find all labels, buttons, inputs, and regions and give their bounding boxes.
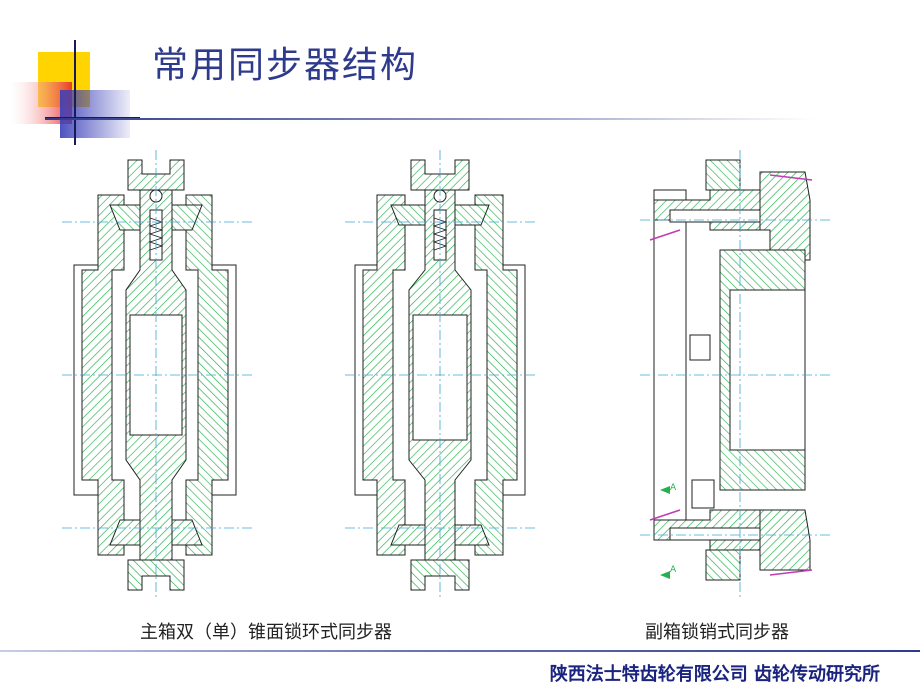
footer-organization: 陕西法士特齿轮有限公司 齿轮传动研究所 [549,664,880,685]
pin-type-synchronizer-drawing: A A [640,150,830,600]
section-mark-top: A [670,483,677,493]
title-divider [45,118,815,120]
left-caption: 主箱双（单）锥面锁环式同步器 [140,622,392,643]
page-title: 常用同步器结构 [152,45,419,86]
single-cone-synchronizer-drawing [345,150,535,600]
section-arrow-icon [660,486,670,494]
right-caption: 副箱锁销式同步器 [645,622,789,643]
double-cone-synchronizer-drawing [62,150,252,600]
slide-logo-decoration [10,40,140,145]
section-mark-bottom: A [670,565,677,575]
footer-divider [0,650,920,652]
section-arrow-icon [660,571,670,579]
